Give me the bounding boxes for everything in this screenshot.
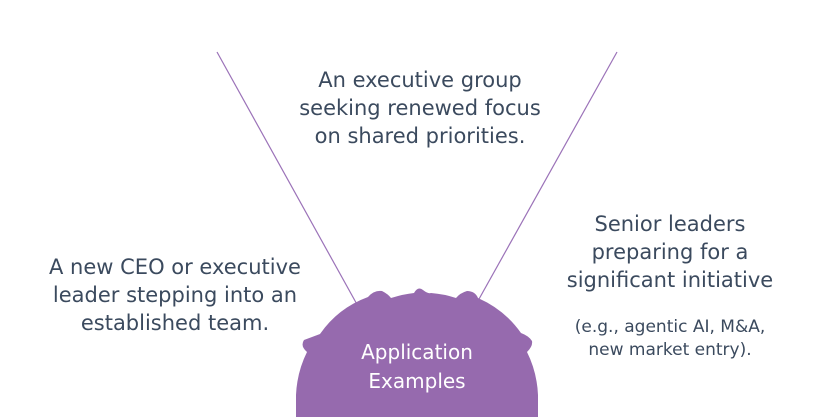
example-right-note: (e.g., agentic AI, M&A, new market entry… (520, 316, 820, 362)
hub-shape (296, 288, 538, 417)
hub-label-line-2: Examples (368, 369, 466, 393)
connector-line-left (216, 51, 360, 309)
connector-line-right (473, 51, 618, 309)
example-top-text: An executive group seeking renewed focus… (255, 66, 585, 150)
example-left-line-3: established team. (80, 311, 270, 335)
example-left-text: A new CEO or executive leader stepping i… (20, 253, 330, 337)
example-right-note-line-1: (e.g., agentic AI, M&A, (574, 317, 766, 337)
hub-label-line-1: Application (361, 340, 473, 364)
example-top-line-1: An executive group (318, 68, 522, 92)
example-right-note-line-2: new market entry). (588, 340, 752, 360)
example-left-line-1: A new CEO or executive (49, 255, 301, 279)
example-right-line-2: preparing for a (591, 240, 749, 264)
hub-label: Application Examples (317, 338, 517, 396)
example-right-line-1: Senior leaders (594, 212, 746, 236)
example-left-line-2: leader stepping into an (52, 283, 298, 307)
example-top-line-3: on shared priorities. (314, 124, 526, 148)
example-right-line-3: significant initiative (566, 268, 774, 292)
example-right-text: Senior leaders preparing for a significa… (520, 210, 820, 294)
example-top-line-2: seeking renewed focus (299, 96, 541, 120)
